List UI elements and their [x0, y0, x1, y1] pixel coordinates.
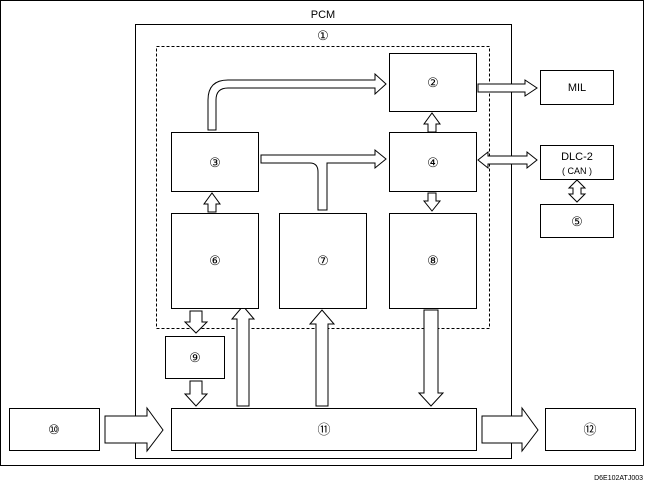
- arrow-4-dlc-bidirectional: [477, 150, 538, 170]
- block-5: [540, 204, 614, 238]
- dlc-2-label: DLC-2: [561, 151, 593, 163]
- pcm-boundary: [135, 24, 512, 459]
- mil-label: MIL: [568, 82, 586, 94]
- block-8-label: ⑧: [427, 253, 439, 268]
- block-5-label: ⑤: [571, 214, 583, 229]
- mil-box: [540, 70, 614, 105]
- arrow-11-to-7: [308, 309, 336, 407]
- block-6: [171, 213, 259, 309]
- block-3-label: ③: [209, 155, 221, 170]
- block-9: [165, 336, 225, 379]
- dlc-2-box: [540, 145, 614, 180]
- block-8: [389, 213, 477, 309]
- block-9-label: ⑨: [189, 350, 201, 365]
- arrow-9-to-11: [183, 380, 209, 407]
- arrow-4-to-2: [423, 112, 441, 133]
- block-11-label: ⑪: [317, 422, 330, 437]
- block-7: [279, 213, 367, 309]
- block-3: [171, 132, 259, 192]
- arrow-6-to-3: [203, 192, 221, 213]
- arrow-dlc-5-bidirectional: [567, 179, 587, 203]
- arrow-8-to-11: [417, 309, 445, 407]
- block-10: [9, 408, 100, 451]
- block-4: [389, 132, 477, 192]
- dlc-2-can-label: ( CAN ): [562, 166, 592, 176]
- block-12: [545, 408, 636, 451]
- arrow-11-to-12: [481, 406, 539, 453]
- block-2-label: ②: [427, 75, 439, 90]
- arrow-6-to-9: [183, 310, 209, 334]
- block-2: [389, 53, 477, 112]
- arrow-3-to-2: [207, 72, 387, 131]
- pcm-label: PCM: [311, 9, 335, 21]
- arrow-2-to-mil: [477, 79, 538, 97]
- block-11: [171, 408, 477, 451]
- arrow-4-to-8: [422, 192, 442, 212]
- arrow-11-to-6: [230, 305, 256, 407]
- arrow-10-to-11: [104, 406, 164, 453]
- block-7-label: ⑦: [317, 253, 329, 268]
- block-4-label: ④: [427, 155, 439, 170]
- block-12-label: ⑫: [583, 422, 596, 437]
- zone-1-label: ①: [317, 28, 329, 43]
- arrow-3-to-4: [260, 148, 387, 211]
- figure-code: D6E102ATJ003: [594, 475, 643, 482]
- outer-frame: [0, 0, 644, 466]
- block-6-label: ⑥: [209, 253, 221, 268]
- block-10-label: ⑩: [48, 422, 60, 437]
